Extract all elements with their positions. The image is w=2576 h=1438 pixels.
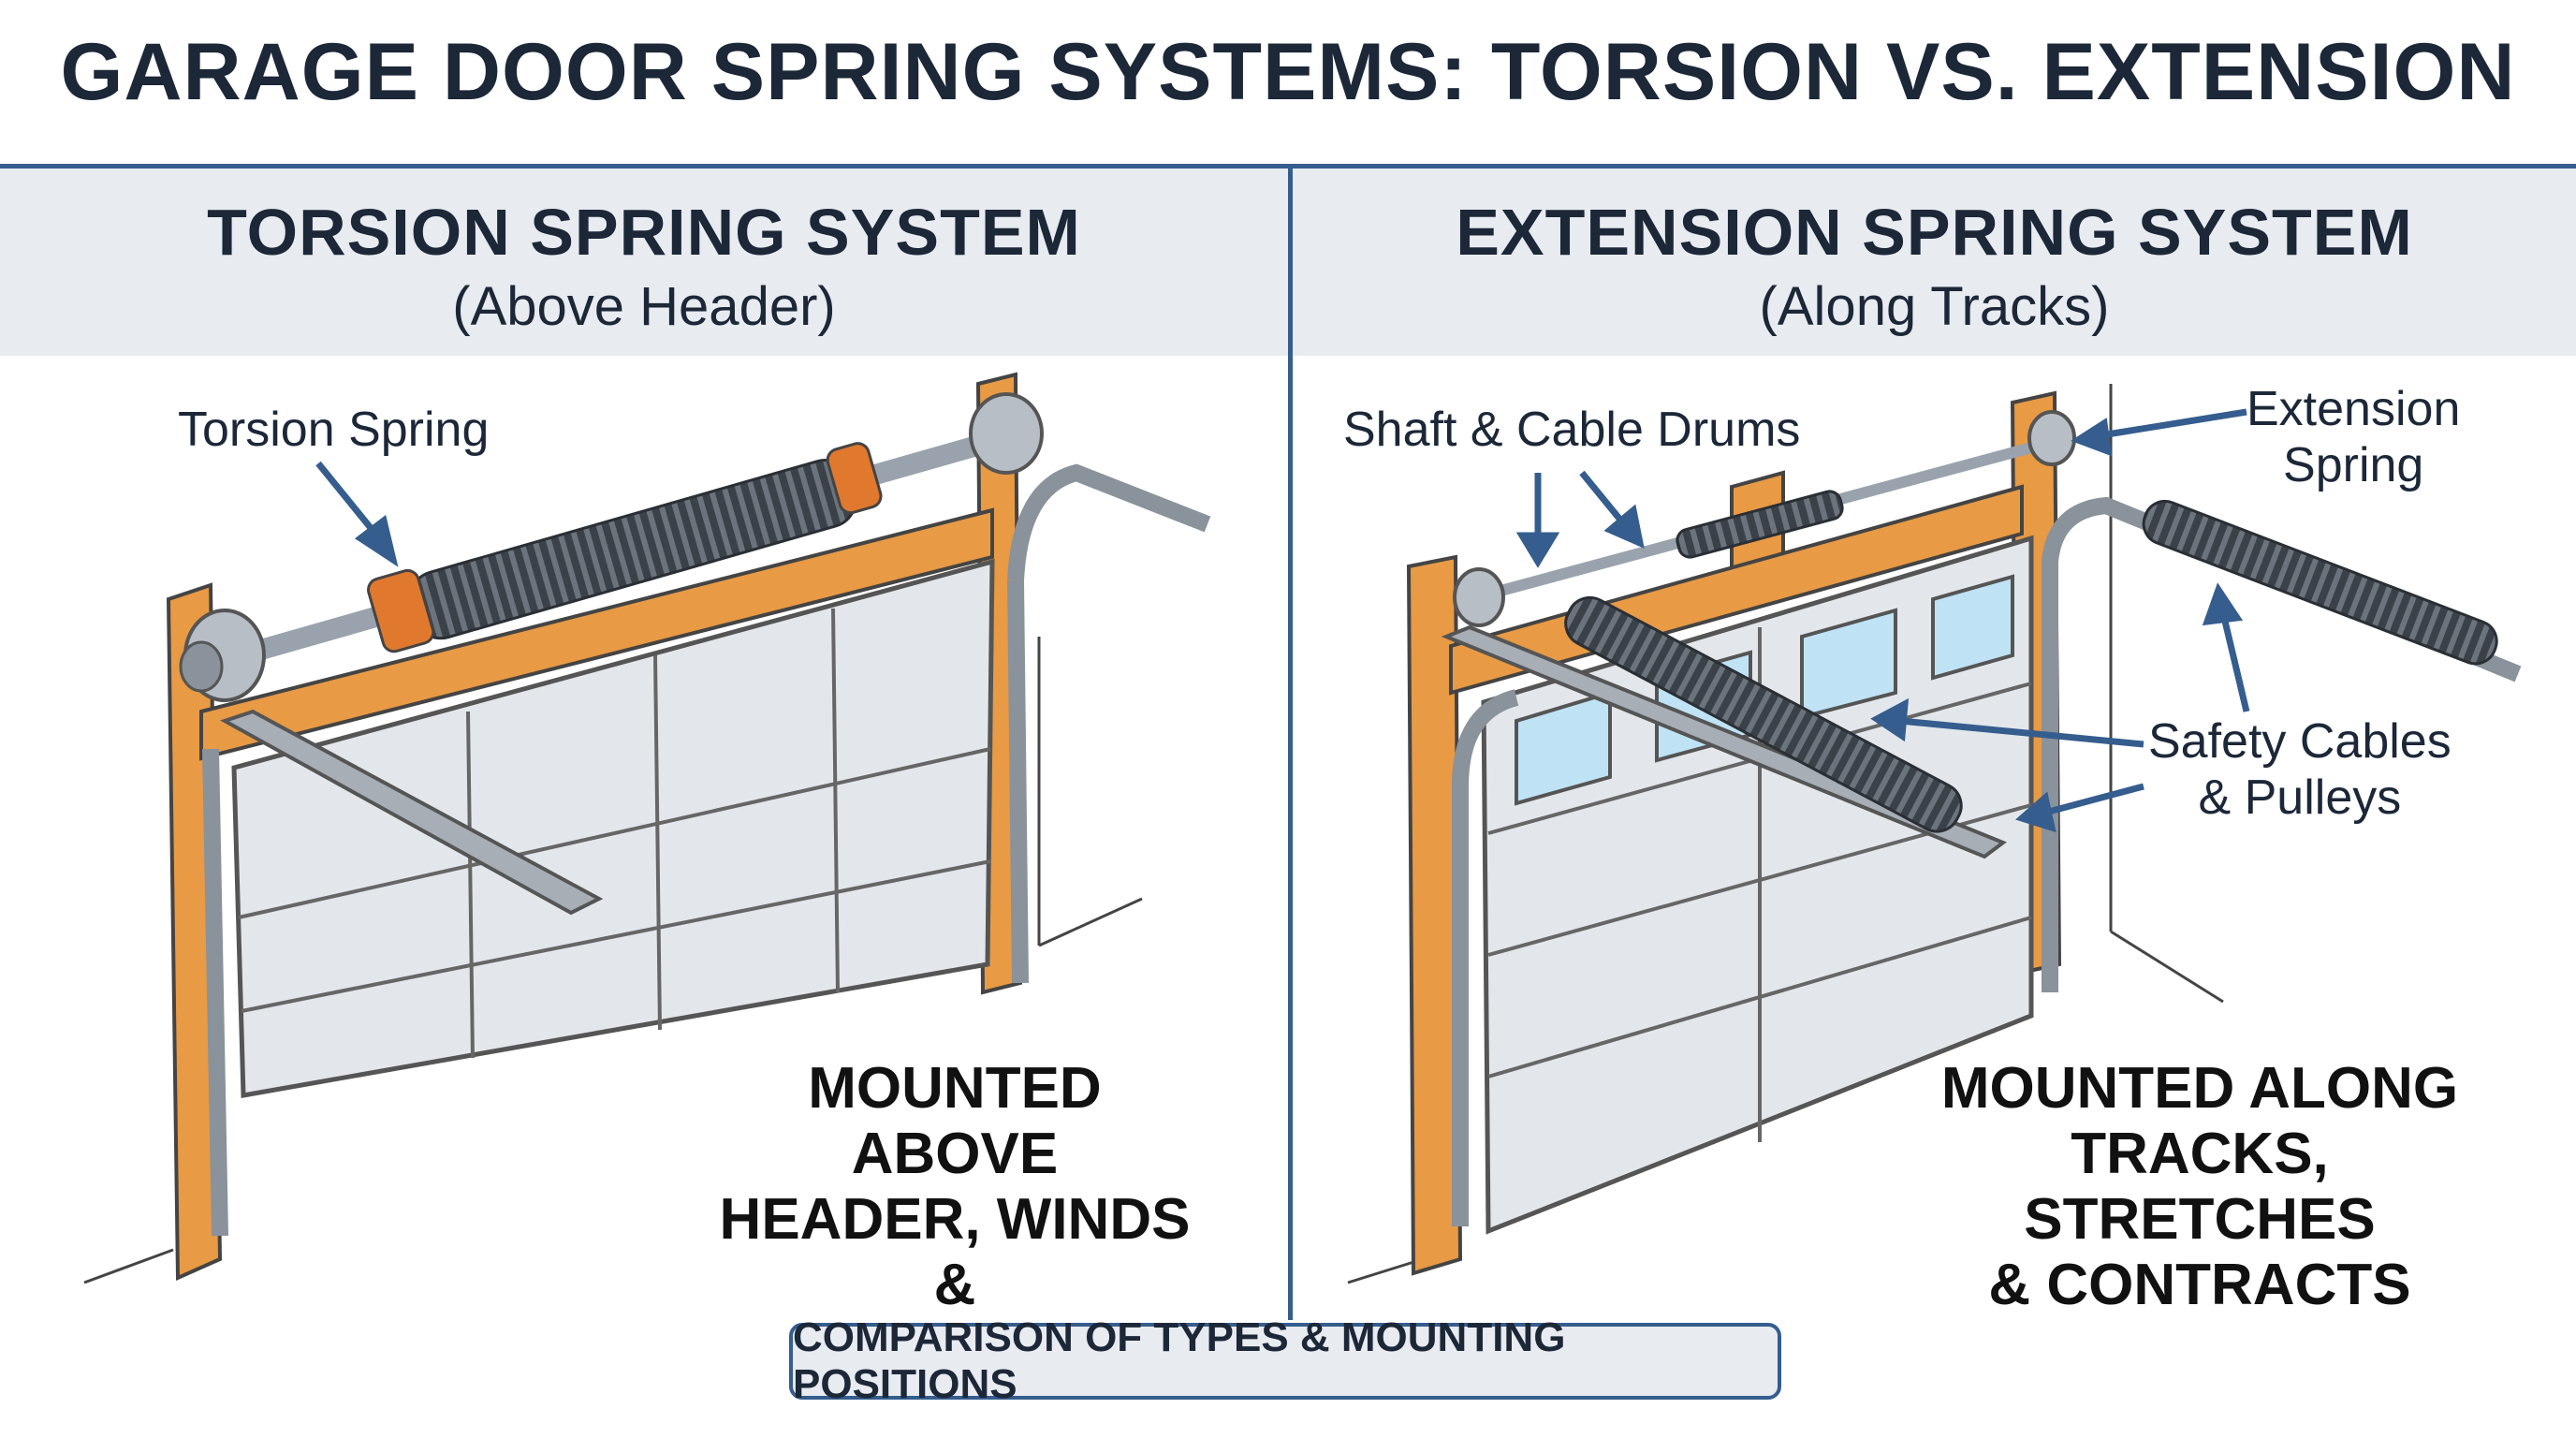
torsion-heading: TORSION SPRING SYSTEM bbox=[207, 196, 1081, 269]
extension-mount-line-1: MOUNTED ALONG bbox=[1940, 1056, 2459, 1121]
shaft-spring bbox=[1676, 490, 1844, 559]
extension-spring-arrow bbox=[2071, 408, 2247, 457]
right-track-down bbox=[1007, 580, 1029, 984]
torsion-spring-label: Torsion Spring bbox=[178, 403, 490, 457]
extension-panel-header: EXTENSION SPRING SYSTEM (Along Tracks) bbox=[1293, 169, 2576, 356]
extension-left-track bbox=[1452, 689, 1519, 1226]
extension-right-drum bbox=[2027, 410, 2076, 466]
torsion-subheading: (Above Header) bbox=[452, 276, 836, 337]
torsion-panel-header: TORSION SPRING SYSTEM (Above Header) bbox=[0, 169, 1288, 356]
extension-spring-label-line-1: Extension bbox=[2247, 382, 2461, 436]
page-title: GARAGE DOOR SPRING SYSTEMS: TORSION VS. … bbox=[60, 27, 2516, 117]
right-wall-lines bbox=[1347, 384, 2224, 1284]
left-vertical-track bbox=[202, 748, 228, 1237]
shaft-drums-arrows bbox=[1515, 470, 1645, 568]
torsion-diagram bbox=[83, 372, 1211, 1284]
right-spring-arrow bbox=[2202, 582, 2250, 712]
extension-left-drum bbox=[1453, 567, 1505, 627]
center-divider bbox=[1288, 167, 1293, 1320]
torsion-mount-line-2: HEADER, WINDS & bbox=[719, 1187, 1191, 1318]
extension-subheading: (Along Tracks) bbox=[1759, 276, 2110, 337]
left-horizontal-rail bbox=[220, 709, 604, 916]
right-cable-drum bbox=[969, 392, 1044, 475]
safety-cables-arrows bbox=[1870, 697, 2144, 833]
header-board bbox=[199, 507, 994, 761]
extension-mount-line-3: & CONTRACTS bbox=[1988, 1253, 2411, 1318]
safety-cables-label-line-2: & Pulleys bbox=[2198, 770, 2402, 825]
extension-spring-label-line-2: Spring bbox=[2283, 437, 2424, 492]
footer-caption: COMPARISON OF TYPES & MOUNTING POSITIONS bbox=[789, 1314, 1781, 1407]
right-extension-spring bbox=[2142, 499, 2498, 666]
footer-caption-text: COMPARISON OF TYPES & MOUNTING POSITIONS bbox=[793, 1314, 1566, 1407]
extension-heading: EXTENSION SPRING SYSTEM bbox=[1456, 196, 2413, 269]
right-vertical-track bbox=[1007, 463, 1211, 581]
extension-left-rail bbox=[1441, 624, 2008, 859]
torsion-door bbox=[231, 558, 995, 1098]
extension-left-jamb bbox=[1406, 554, 1463, 1276]
extension-right-track bbox=[2042, 496, 2522, 992]
title-rule bbox=[0, 164, 2576, 169]
spring-cone-left bbox=[367, 568, 435, 653]
safety-cables-label: Safety Cables & Pulleys bbox=[2148, 714, 2452, 827]
left-extension-spring bbox=[1564, 595, 1963, 833]
extension-diagram bbox=[1347, 384, 2522, 1284]
extension-spring-label: Extension Spring bbox=[2247, 382, 2460, 494]
left-wall-lines bbox=[83, 637, 1143, 1284]
torsion-spring-arrow bbox=[315, 461, 399, 567]
torsion-mount-line-1: MOUNTED ABOVE bbox=[808, 1056, 1102, 1187]
extension-mount-line-2: TRACKS, STRETCHES bbox=[2024, 1122, 2376, 1253]
safety-cables-label-line-1: Safety Cables bbox=[2148, 714, 2452, 769]
shaft-drums-label: Shaft & Cable Drums bbox=[1343, 403, 1801, 457]
spring-cone-right bbox=[826, 442, 883, 515]
extension-mount-description: MOUNTED ALONG TRACKS, STRETCHES & CONTRA… bbox=[1910, 1056, 2490, 1318]
torsion-door-grid bbox=[238, 608, 991, 1059]
